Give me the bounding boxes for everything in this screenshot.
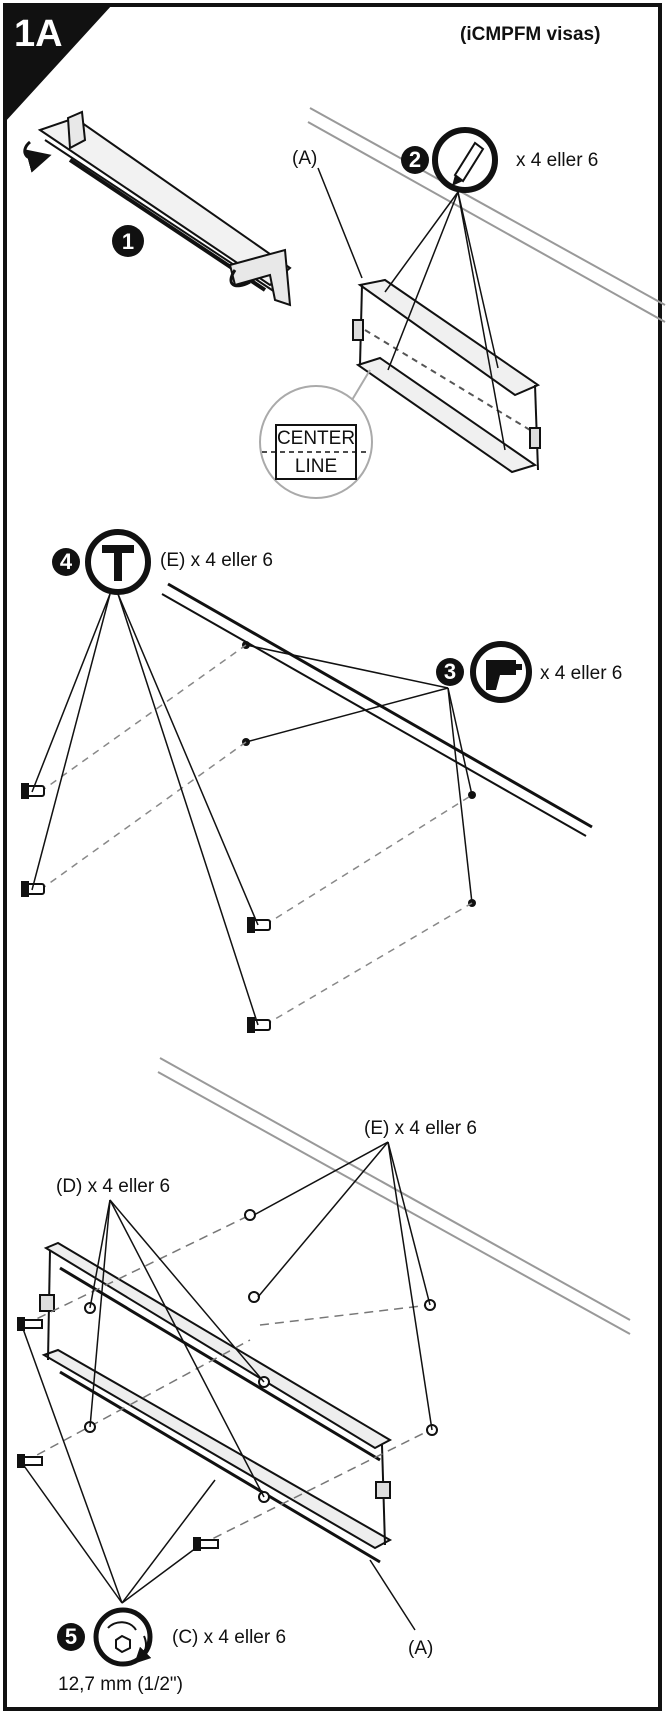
- wall-anchors: [21, 783, 271, 1033]
- step-3-number: 3: [444, 659, 456, 684]
- pencil-leader-lines: [317, 167, 506, 451]
- bolt-icon: [17, 1317, 43, 1331]
- socket-wrench-icon: [107, 1621, 152, 1664]
- drill-leader-lines: [245, 644, 473, 904]
- callout-line: LINE: [295, 456, 337, 477]
- step-2-figure: 2 x 4 eller 6 (A) CENTER LINE: [259, 107, 666, 499]
- anchor-icon: [247, 917, 271, 933]
- step-3-qty: x 4 eller 6: [540, 663, 622, 684]
- step-5-qty: (C) x 4 eller 6: [172, 1627, 286, 1648]
- anchor-icon: [247, 1017, 271, 1033]
- pencil-icon: [452, 141, 485, 186]
- e-leader-lines: [253, 1141, 433, 1431]
- anchor-icon: [21, 881, 45, 897]
- step-2-badge: [401, 146, 429, 174]
- wall-plate: [39, 1241, 393, 1564]
- step-group-badge: 1A: [5, 5, 112, 122]
- corner-triangle: [5, 5, 112, 122]
- part-a-label-top: (A): [292, 148, 317, 169]
- callout-center: CENTER: [277, 428, 355, 449]
- c-leader-lines: [21, 1325, 216, 1604]
- step-1-number: 1: [122, 229, 134, 254]
- step-4-badge: [52, 548, 80, 576]
- step-1-figure: 1: [23, 110, 292, 307]
- wall-line: [309, 107, 666, 306]
- step-5-number: 5: [65, 1624, 77, 1649]
- step-5-figure: (E) x 4 eller 6 (D) x 4 eller 6: [17, 1057, 631, 1695]
- step-5-size: 12,7 mm (1/2"): [58, 1674, 183, 1695]
- rail-bracket-illustration: [23, 110, 292, 307]
- washer-icon: [248, 1291, 260, 1303]
- step-5-badge: [57, 1623, 85, 1651]
- wall-line: [307, 121, 666, 323]
- wall-line: [161, 593, 587, 837]
- step-1-badge: [112, 225, 144, 257]
- step-3-4-figure: 4 (E) x 4 eller 6 3 x 4 eller 6: [21, 529, 622, 1033]
- a-leader-line: [369, 1559, 416, 1631]
- part-e-label: (E) x 4 eller 6: [364, 1118, 477, 1139]
- d-leader-lines: [89, 1199, 265, 1498]
- bolt-icon: [17, 1454, 43, 1468]
- hammer-leader-lines: [31, 593, 259, 1026]
- step-2-number: 2: [409, 147, 421, 172]
- step-4-number: 4: [60, 549, 73, 574]
- center-line-callout: CENTER LINE: [259, 369, 373, 499]
- wall-line: [157, 1071, 631, 1335]
- anchor-dash-lines: [39, 644, 473, 1026]
- lag-bolts: [17, 1317, 219, 1551]
- hammer-icon: [102, 545, 134, 581]
- bolt-icon: [193, 1537, 219, 1551]
- washer-icon: [244, 1209, 256, 1221]
- header-note: (iCMPFM visas): [460, 24, 600, 45]
- step-3-badge: [436, 658, 464, 686]
- corner-label: 1A: [14, 13, 63, 55]
- anchor-dash-lines: [23, 1214, 431, 1546]
- part-d-label: (D) x 4 eller 6: [56, 1176, 170, 1197]
- step-4-qty: (E) x 4 eller 6: [160, 550, 273, 571]
- step-2-qty: x 4 eller 6: [516, 150, 598, 171]
- page-border: [3, 3, 662, 1711]
- wall-plate-template: [352, 278, 541, 474]
- part-a-label-bottom: (A): [408, 1638, 433, 1659]
- drill-icon: [486, 660, 522, 690]
